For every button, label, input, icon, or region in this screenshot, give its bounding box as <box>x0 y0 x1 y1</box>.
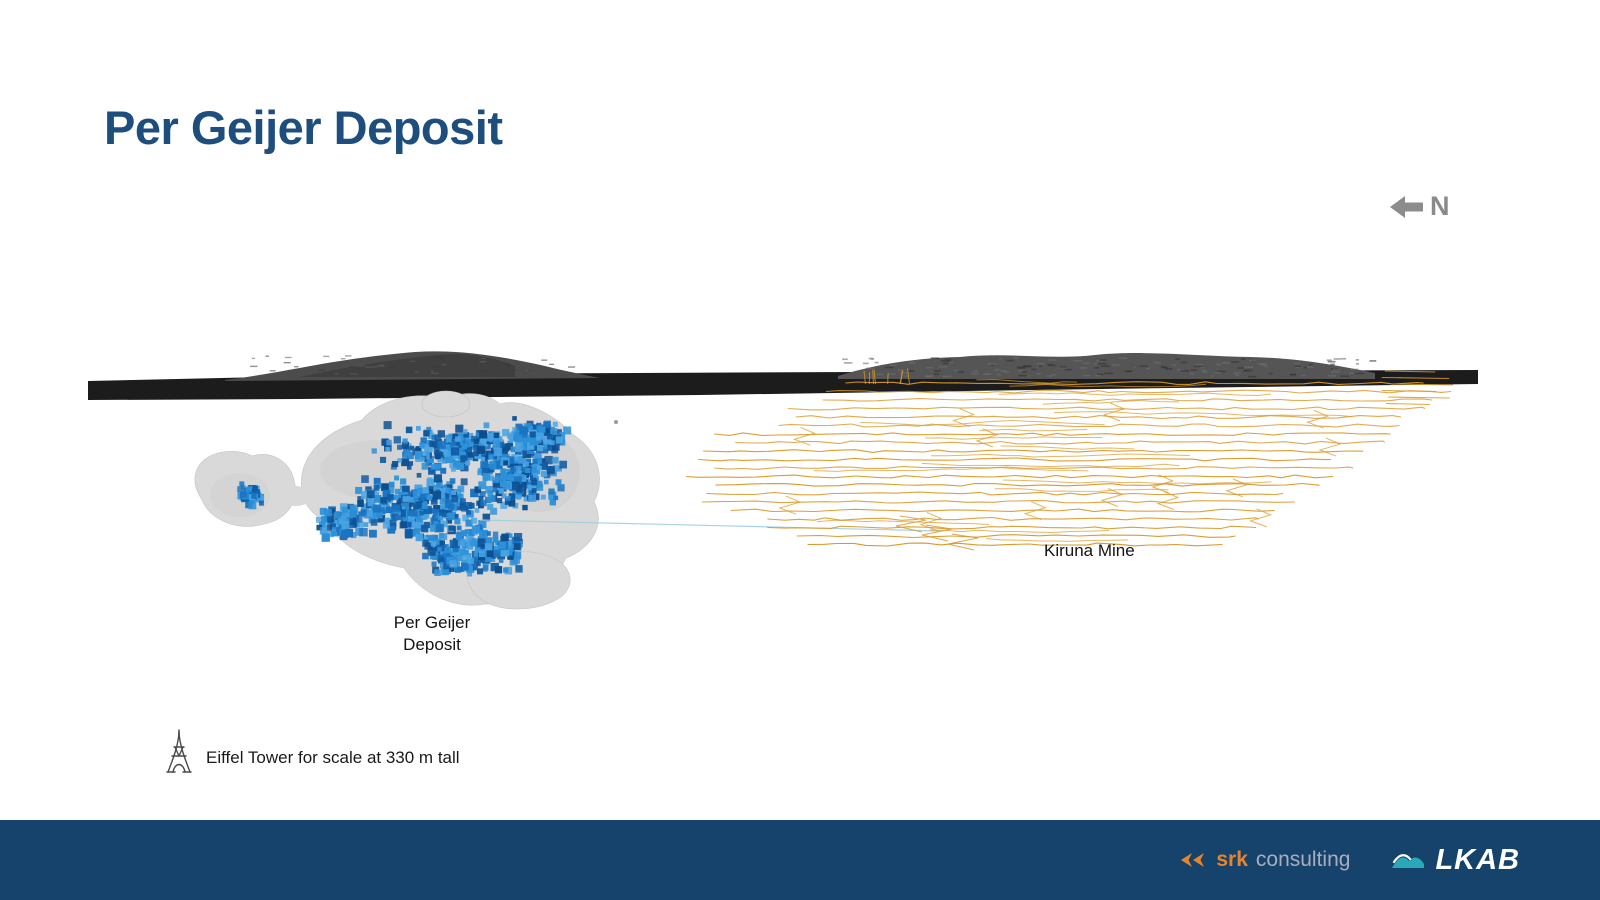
lkab-logo-text: LKAB <box>1435 843 1520 876</box>
north-label: N <box>1430 191 1450 221</box>
north-compass: N <box>1390 191 1450 222</box>
deposit-label: Per Geijer Deposit <box>352 612 512 656</box>
scale-note-group: Eiffel Tower for scale at 330 m tall <box>166 729 460 773</box>
deposit-label-line2: Deposit <box>403 635 461 655</box>
srk-logo-suffix: consulting <box>1255 848 1351 871</box>
srk-logo-text: srk <box>1216 848 1248 871</box>
scale-note: Eiffel Tower for scale at 330 m tall <box>206 748 460 767</box>
page-title: Per Geijer Deposit <box>104 101 503 154</box>
north-arrow-icon <box>1390 195 1423 218</box>
lkab-logo-icon <box>1392 854 1425 868</box>
srk-logo-icon <box>1181 853 1205 867</box>
footer: srk consulting LKAB <box>0 820 1600 900</box>
deposit-label-line1: Per Geijer <box>393 613 471 632</box>
lkab-logo: LKAB <box>1390 844 1520 877</box>
srk-logo: srk consulting <box>1180 848 1350 872</box>
mine-label: Kiruna Mine <box>1044 541 1135 560</box>
eiffel-tower-icon <box>166 729 192 773</box>
